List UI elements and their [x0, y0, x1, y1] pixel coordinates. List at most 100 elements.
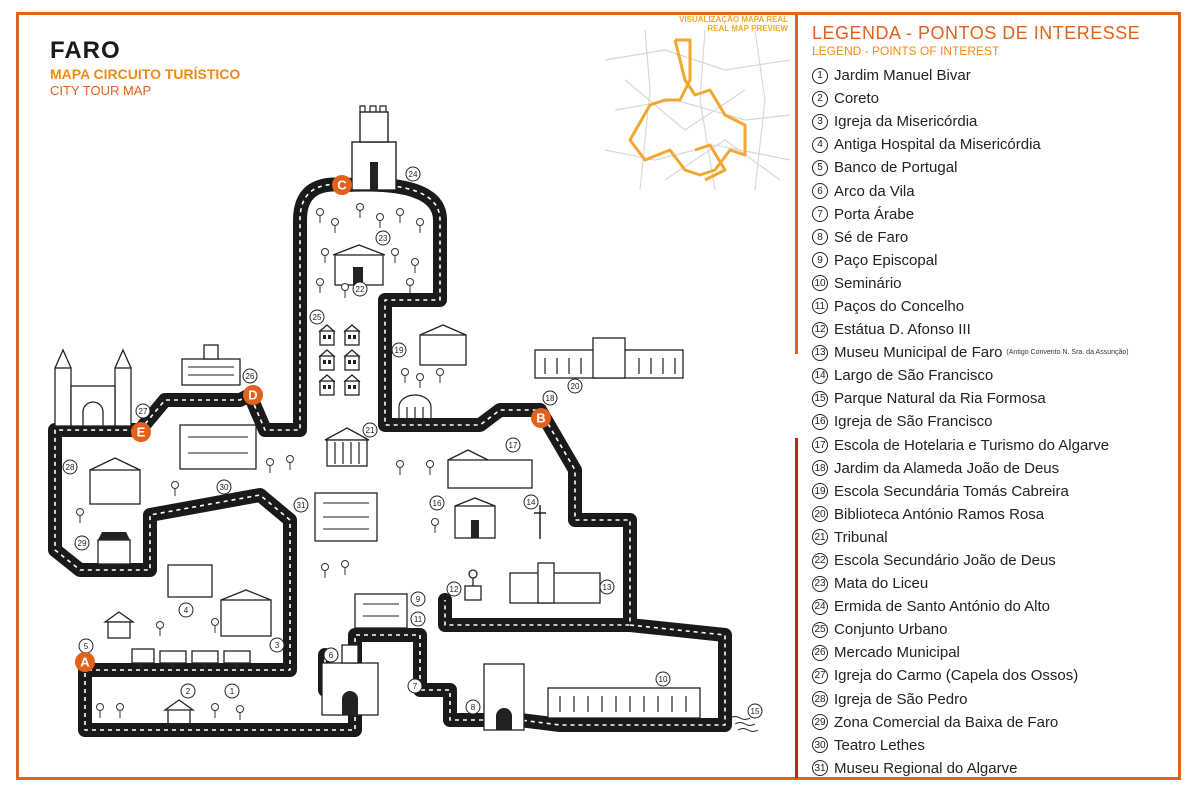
shop-icon	[97, 532, 131, 565]
stop-marker-b[interactable]: B	[531, 408, 551, 428]
poi-marker: 28	[62, 459, 78, 475]
stop-marker-a[interactable]: A	[75, 652, 95, 672]
legend-label: Sé de Faro	[834, 228, 909, 246]
stop-marker-label: B	[536, 411, 545, 426]
poi-marker: 23	[375, 230, 391, 246]
legend-item: 6 Arco da Vila	[812, 179, 1182, 202]
map-frame	[16, 12, 1181, 780]
stop-marker-label: D	[248, 388, 257, 403]
poi-marker: 22	[352, 281, 368, 297]
legend-item: 5 Banco de Portugal	[812, 156, 1182, 179]
poi-marker-number: 10	[659, 675, 668, 684]
legend-number-badge: 15	[812, 390, 828, 407]
poi-marker-number: 13	[603, 583, 612, 592]
real-map-preview	[605, 30, 790, 190]
poi-marker: 7	[407, 678, 423, 694]
legend-number-badge: 7	[812, 206, 828, 223]
poi-marker-number: 31	[297, 501, 306, 510]
legend-number-badge: 5	[812, 159, 828, 176]
poi-marker-number: 6	[329, 651, 334, 660]
statue-icon	[464, 569, 482, 601]
legend-item: 18 Jardim da Alameda João de Deus	[812, 457, 1182, 480]
legend: LEGENDA - PONTOS DE INTERESSE LEGEND - P…	[812, 22, 1182, 780]
church-icon	[89, 457, 141, 505]
bandstand-icon	[162, 699, 196, 725]
stop-marker-c[interactable]: C	[332, 175, 352, 195]
legend-number-badge: 28	[812, 691, 828, 708]
poi-marker-number: 30	[220, 483, 229, 492]
legend-label: Zona Comercial da Baixa de Faro	[834, 713, 1059, 731]
poi-marker-number: 17	[509, 441, 518, 450]
legend-label: Banco de Portugal	[834, 159, 958, 177]
legend-label: Paços do Concelho	[834, 297, 965, 315]
tree-icon	[76, 203, 444, 721]
legend-label: Museu Municipal de Faro	[834, 344, 1003, 362]
poi-marker: 29	[74, 535, 90, 551]
tour-route	[48, 177, 732, 737]
legend-label: Coreto	[834, 90, 880, 108]
poi-marker: 2	[180, 683, 196, 699]
legend-number-badge: 16	[812, 413, 828, 430]
legend-number-badge: 18	[812, 460, 828, 477]
legend-number-badge: 23	[812, 575, 828, 592]
poi-marker: 11	[410, 611, 426, 627]
legend-number-badge: 24	[812, 598, 828, 615]
legend-number-badge: 6	[812, 183, 828, 200]
city-tour-map: 1234567891011121314151617181920212223242…	[48, 105, 763, 737]
town-hall-icon	[354, 593, 408, 629]
hospital-icon	[167, 564, 213, 598]
legend-number-badge: 2	[812, 90, 828, 107]
convent-icon	[509, 562, 601, 604]
title-block: FARO MAPA CIRCUITO TURÍSTICO CITY TOUR M…	[50, 38, 240, 99]
poi-marker-number: 19	[395, 346, 404, 355]
legend-number-badge: 25	[812, 621, 828, 638]
poi-marker: 16	[429, 495, 445, 511]
legend-number-badge: 30	[812, 737, 828, 754]
preview-route	[628, 38, 747, 182]
legend-number-badge: 12	[812, 321, 828, 338]
cross-icon	[534, 505, 546, 539]
poi-marker: 24	[405, 166, 421, 182]
legend-divider-bottom	[795, 438, 798, 778]
poi-marker: 9	[410, 591, 426, 607]
legend-number-badge: 19	[812, 483, 828, 500]
legend-number-badge: 3	[812, 113, 828, 130]
legend-item: 3 Igreja da Misericórdia	[812, 110, 1182, 133]
water-icon	[729, 716, 759, 732]
poi-marker-number: 3	[275, 641, 280, 650]
poi-marker-number: 12	[450, 585, 459, 594]
legend-label: Seminário	[834, 274, 902, 292]
legend-label: Igreja de São Francisco	[834, 413, 993, 431]
stop-marker-label: A	[80, 655, 90, 670]
legend-subtitle: LEGEND - POINTS OF INTEREST	[812, 44, 1000, 58]
legend-label: Arco da Vila	[834, 182, 915, 200]
legend-label: Jardim da Alameda João de Deus	[834, 459, 1060, 477]
poi-marker: 5	[78, 638, 94, 654]
legend-item: 16 Igreja de São Francisco	[812, 410, 1182, 433]
poi-marker-number: 22	[356, 285, 365, 294]
legend-label: Jardim Manuel Bivar	[834, 67, 971, 85]
legend-label: Igreja da Misericórdia	[834, 113, 978, 131]
theatre-icon	[179, 424, 257, 470]
legend-label: Conjunto Urbano	[834, 621, 948, 639]
poi-marker: 4	[178, 602, 194, 618]
legend-number-badge: 14	[812, 367, 828, 384]
stop-marker-e[interactable]: E	[131, 422, 151, 442]
poi-marker-number: 26	[246, 372, 255, 381]
preview-label-en: REAL MAP PREVIEW	[707, 24, 788, 33]
stop-marker-d[interactable]: D	[243, 385, 263, 405]
legend-title: LEGENDA - PONTOS DE INTERESSE	[812, 23, 1141, 43]
